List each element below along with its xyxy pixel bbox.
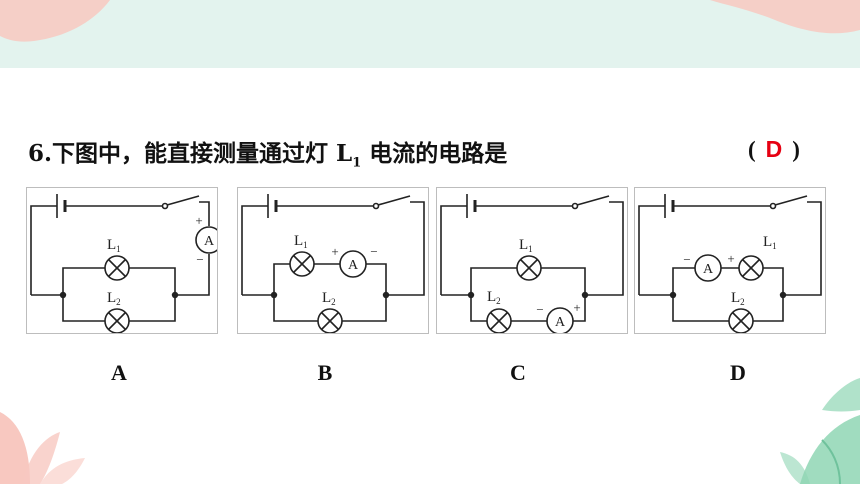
wire (585, 201, 624, 296)
wire (273, 295, 318, 322)
lamp-l1-icon (289, 251, 315, 277)
lamp-l1-icon (516, 255, 542, 281)
wire (30, 205, 57, 295)
switch-blade (774, 195, 808, 206)
lamp-l2-icon (728, 308, 754, 333)
bottom-left-pink-leaf-icon (0, 412, 85, 484)
option-label-b: B (317, 360, 333, 385)
switch-pivot (161, 202, 169, 210)
ammeter-plus: + (331, 244, 338, 259)
ammeter-icon (339, 250, 367, 278)
junction-dot (581, 291, 589, 299)
ammeter-minus: − (536, 302, 543, 317)
wire (783, 201, 822, 296)
wire (241, 205, 268, 295)
wire (62, 295, 105, 322)
paren-open: ( (748, 137, 756, 162)
switch-blade (576, 195, 610, 206)
ammeter-label: A (703, 262, 714, 277)
switch-pivot (571, 202, 579, 210)
junction-dot (59, 291, 67, 299)
option-label-d: D (730, 360, 746, 385)
wire (672, 295, 729, 322)
question-text-before: 下图中，能直接测量通过灯 (52, 140, 337, 167)
ammeter-minus: − (370, 244, 377, 259)
ammeter-icon (546, 307, 574, 333)
question-text: 6.下图中，能直接测量通过灯 L1 电流的电路是 (28, 134, 507, 171)
junction-dot (171, 291, 179, 299)
option-label-a: A (111, 360, 127, 385)
lamp-l2-label: L2 (487, 289, 501, 306)
ammeter-label: A (555, 315, 566, 330)
question-number: 6. (28, 140, 53, 167)
option-label-c: C (510, 360, 526, 385)
ammeter-plus: + (573, 300, 580, 315)
top-right-pink-blob (710, 0, 860, 34)
wire (129, 267, 176, 322)
wire (440, 205, 467, 295)
lamp-l2-label: L2 (731, 290, 745, 307)
wire (386, 201, 425, 296)
circuit-diagram-c[interactable]: A + − L1 L2 (436, 187, 628, 334)
lamp-l2-icon (317, 308, 343, 333)
junction-dot (270, 291, 278, 299)
lamp-label: L (336, 140, 353, 167)
circuit-diagram-a[interactable]: A + − L1 L2 (26, 187, 218, 334)
circuit-diagram-b[interactable]: A + − L1 L2 (237, 187, 429, 334)
answer-box: ( D) (748, 136, 800, 163)
junction-dot (779, 291, 787, 299)
wire (62, 267, 105, 295)
wire (638, 205, 665, 295)
ammeter-label: A (204, 234, 215, 249)
lamp-l2-label: L2 (107, 290, 121, 307)
lamp-l1-label: L1 (107, 237, 121, 254)
circuit-diagram-d[interactable]: A − + L1 L2 (634, 187, 826, 334)
switch-pivot (372, 202, 380, 210)
bottom-right-green-leaf-icon (780, 378, 860, 484)
switch-pivot (769, 202, 777, 210)
lamp-l2-icon (104, 308, 130, 333)
ammeter-label: A (348, 258, 359, 273)
junction-dot (467, 291, 475, 299)
wire (273, 263, 290, 295)
ammeter-icon (694, 254, 722, 282)
ammeter-minus: − (683, 252, 690, 267)
wire (470, 267, 517, 295)
junction-dot (669, 291, 677, 299)
wire (199, 201, 210, 226)
question-text-after: 电流的电路是 (361, 140, 508, 167)
lamp-l1-icon (738, 255, 764, 281)
lamp-l2-label: L2 (322, 290, 336, 307)
wire (672, 267, 695, 295)
ammeter-icon (195, 226, 217, 254)
lamp-l1-icon (104, 255, 130, 281)
answer-value: D (765, 136, 783, 162)
top-left-pink-blob (0, 0, 110, 42)
junction-dot (382, 291, 390, 299)
ammeter-plus: + (195, 213, 202, 228)
wire (470, 295, 487, 322)
ammeter-minus: − (196, 252, 203, 267)
switch-blade (377, 195, 411, 206)
lamp-l1-label: L1 (294, 233, 308, 250)
header-band (0, 0, 860, 68)
switch-blade (166, 195, 200, 206)
lamp-l1-label: L1 (519, 237, 533, 254)
wire (175, 254, 210, 296)
paren-close: ) (792, 137, 800, 162)
ammeter-plus: + (727, 251, 734, 266)
lamp-l1-label: L1 (763, 234, 777, 251)
lamp-l2-icon (486, 308, 512, 333)
lamp-subscript: 1 (352, 155, 362, 171)
